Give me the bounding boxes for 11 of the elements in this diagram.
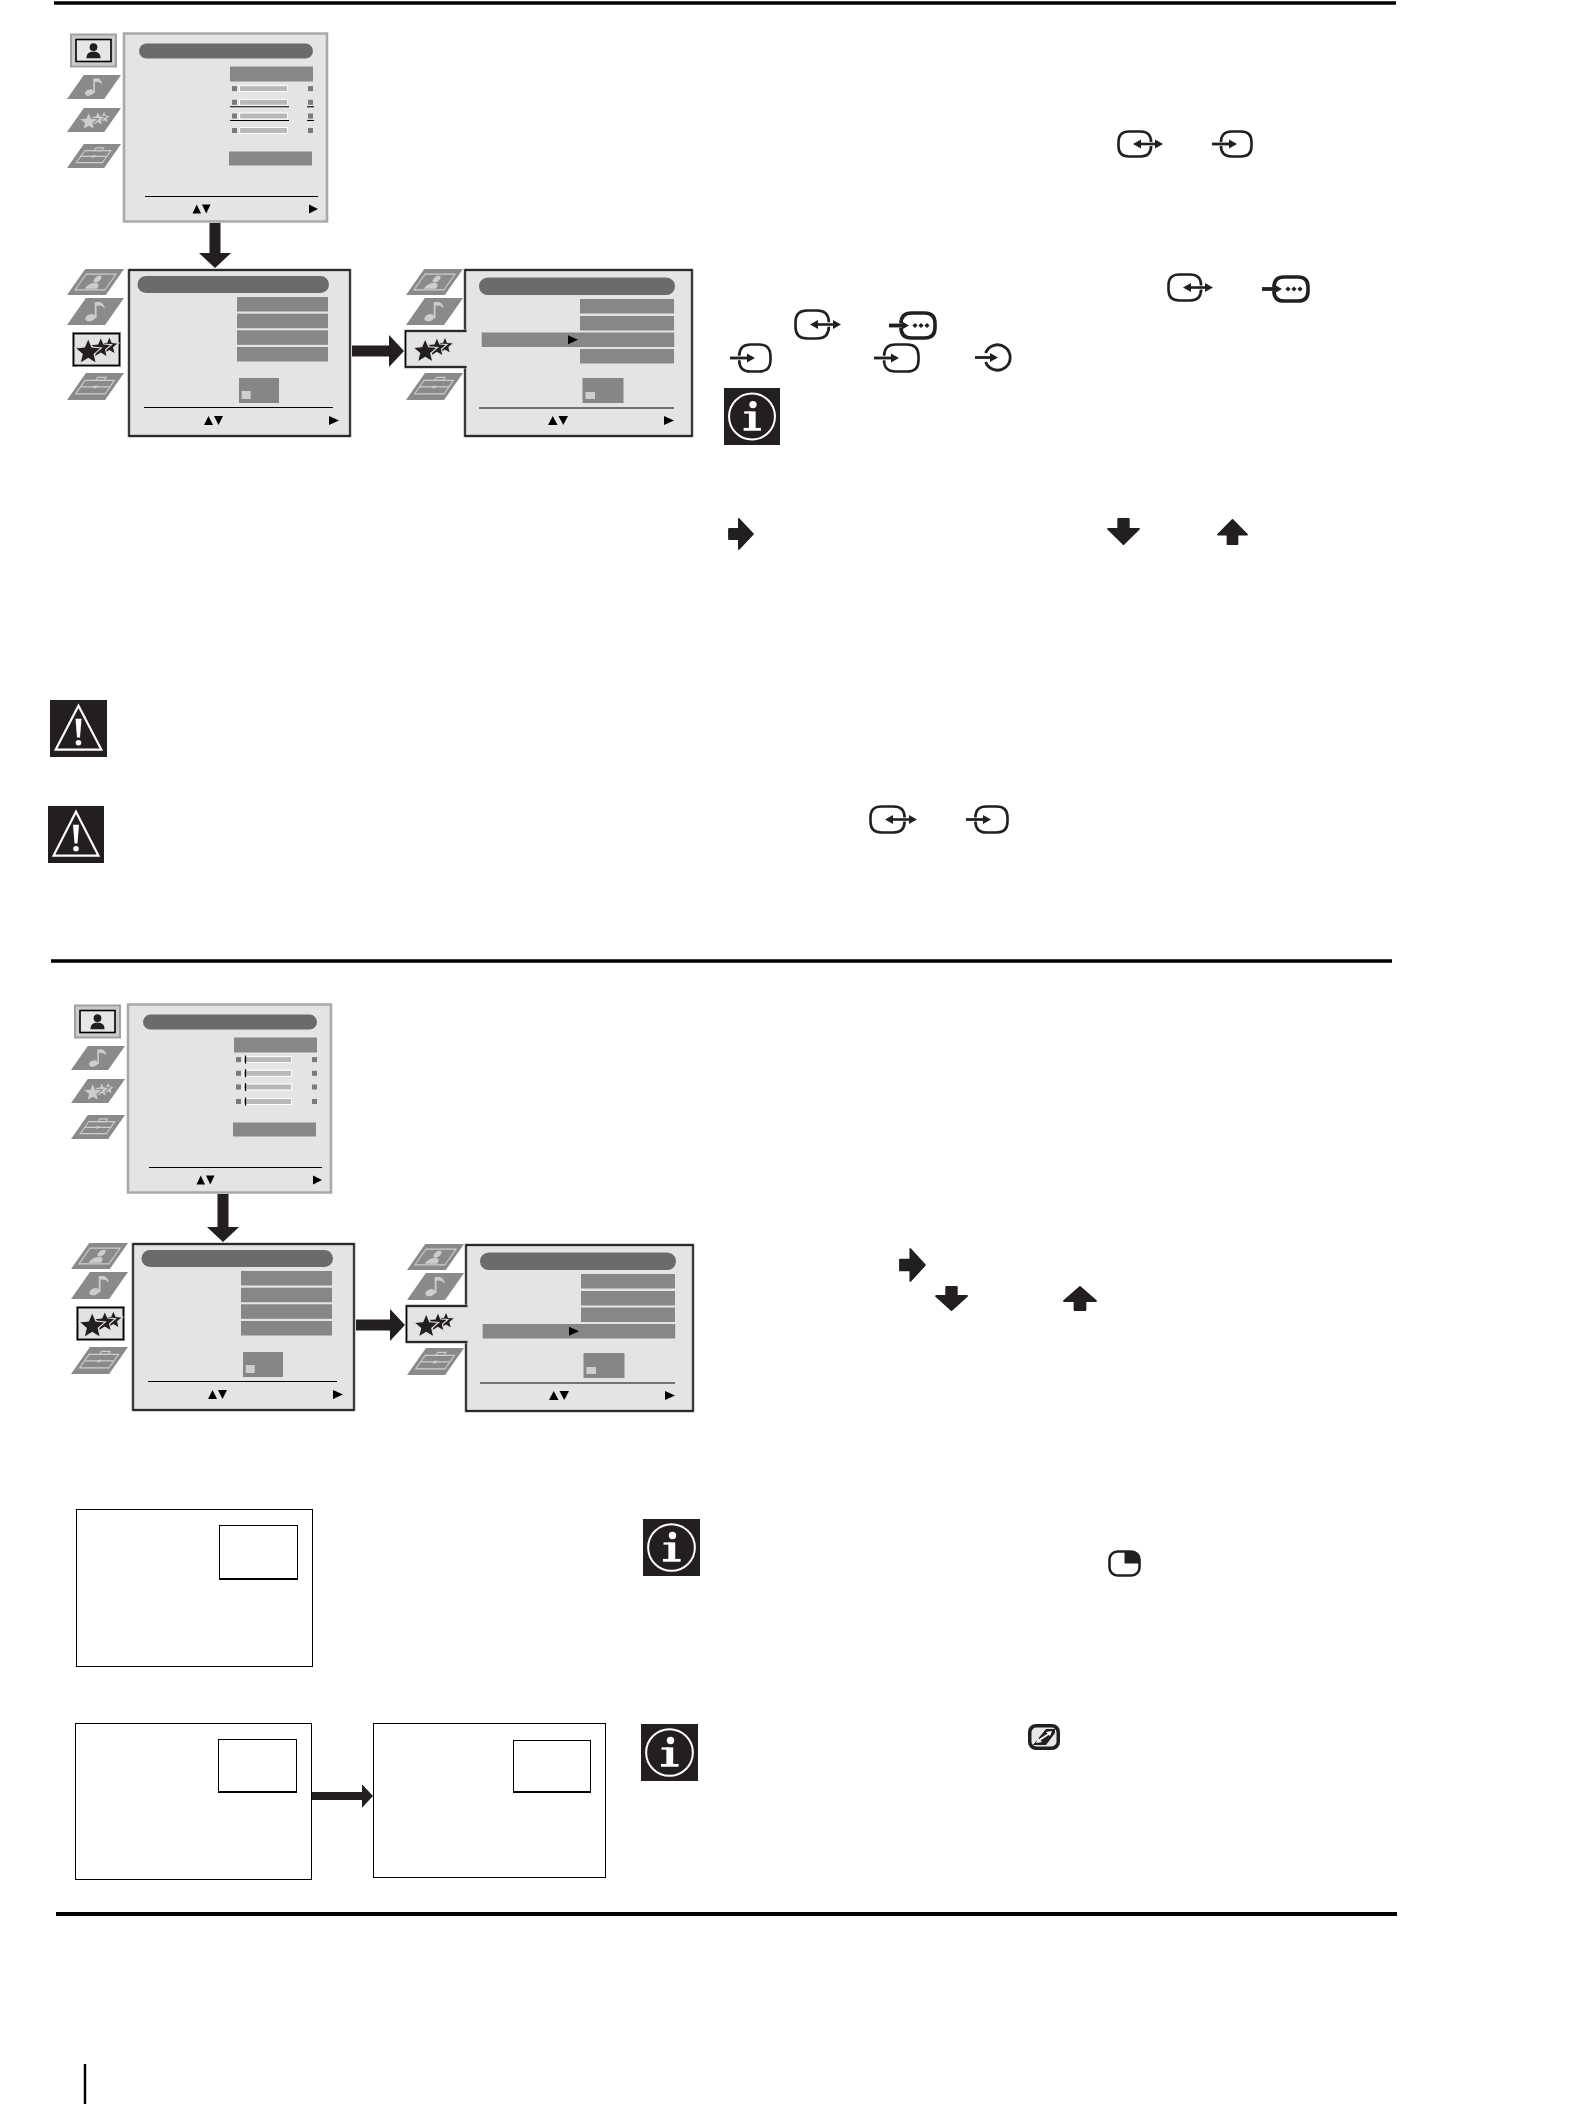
pip-window [513, 1740, 591, 1793]
tv-screen [75, 1723, 312, 1880]
arrow [352, 334, 404, 368]
arrow [206, 1194, 240, 1242]
arrow [356, 1308, 405, 1342]
pip-window [218, 1739, 297, 1793]
arrow [198, 223, 232, 268]
tv-screen [373, 1723, 606, 1878]
arrow [312, 1784, 373, 1808]
tv-screen [76, 1509, 313, 1667]
pip-window [219, 1525, 298, 1580]
